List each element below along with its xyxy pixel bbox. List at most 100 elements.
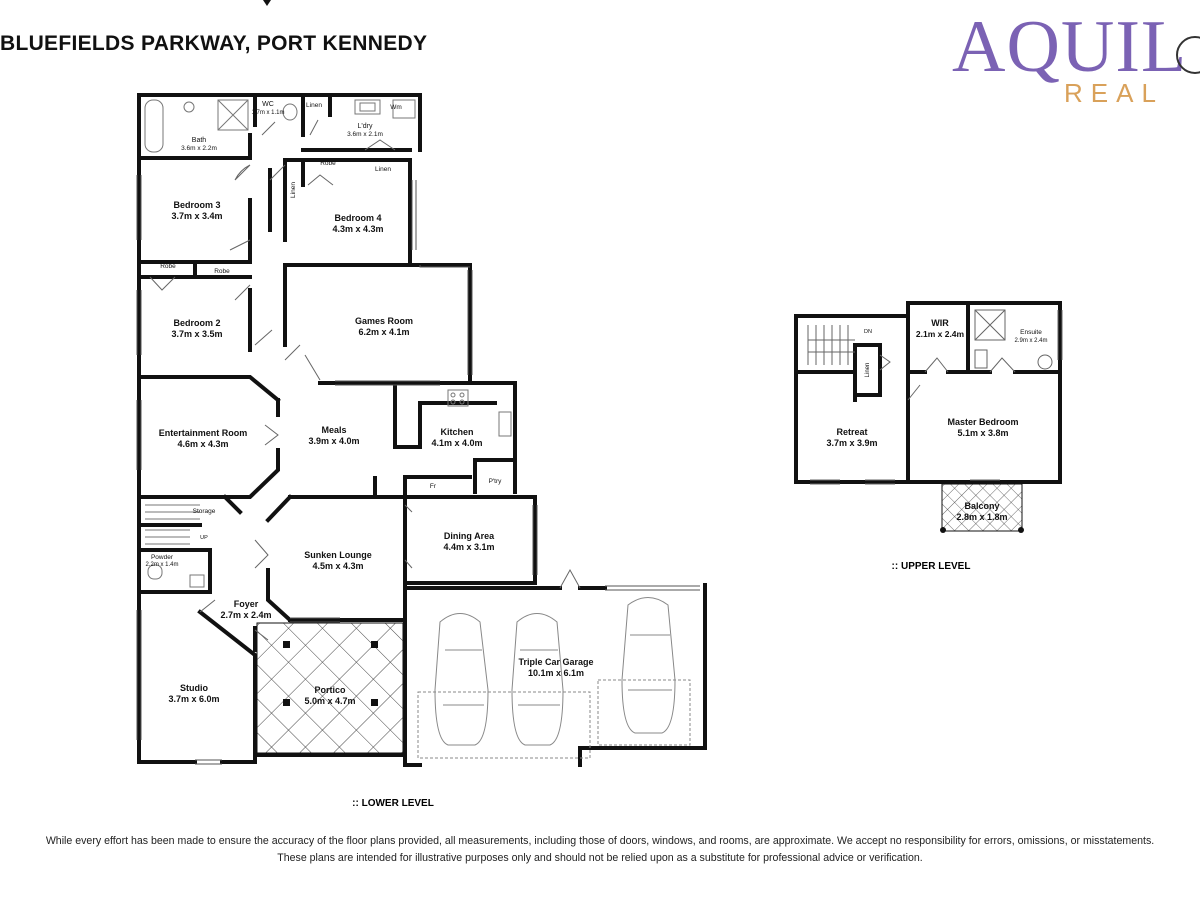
portico-columns bbox=[283, 641, 378, 706]
lower-level-label: :: LOWER LEVEL bbox=[352, 798, 434, 809]
svg-text:3.7m x 3.4m: 3.7m x 3.4m bbox=[171, 211, 222, 221]
svg-text:3.7m x 3.9m: 3.7m x 3.9m bbox=[826, 438, 877, 448]
svg-text:Entertainment Room: Entertainment Room bbox=[159, 428, 248, 438]
svg-text:4.5m x 4.3m: 4.5m x 4.3m bbox=[312, 561, 363, 571]
room-entertainment: Entertainment Room 4.6m x 4.3m bbox=[159, 428, 248, 449]
room-portico: Portico 5.0m x 4.7m bbox=[304, 685, 355, 706]
room-dining: Dining Area 4.4m x 3.1m bbox=[443, 531, 495, 552]
room-laundry: L'dry 3.6m x 2.1m bbox=[347, 123, 383, 138]
svg-text:Bedroom 2: Bedroom 2 bbox=[173, 318, 220, 328]
logo-subtext: REAL bbox=[1064, 78, 1164, 108]
room-wir: WIR 2.1m x 2.4m bbox=[916, 318, 965, 339]
svg-text:Bedroom 4: Bedroom 4 bbox=[334, 213, 381, 223]
svg-text:Studio: Studio bbox=[180, 683, 208, 693]
svg-text:Bath: Bath bbox=[192, 137, 207, 144]
lower-fixtures bbox=[144, 99, 512, 588]
label-linen-2: Linen bbox=[375, 166, 391, 173]
svg-text:3.9m x 4.0m: 3.9m x 4.0m bbox=[308, 436, 359, 446]
svg-text:Sunken Lounge: Sunken Lounge bbox=[304, 550, 372, 560]
upper-room-labels: WIR 2.1m x 2.4m Ensuite 2.9m x 2.4m Retr… bbox=[826, 318, 1047, 522]
svg-text:5.1m x 3.8m: 5.1m x 3.8m bbox=[957, 428, 1008, 438]
svg-text:4.6m x 4.3m: 4.6m x 4.3m bbox=[177, 439, 228, 449]
disclaimer-line-1: While every effort has been made to ensu… bbox=[45, 835, 1155, 847]
logo-wordmark: AQUIL bbox=[952, 6, 1188, 88]
svg-text:Bedroom 3: Bedroom 3 bbox=[173, 200, 220, 210]
room-bedroom-2: Bedroom 2 3.7m x 3.5m bbox=[171, 318, 222, 339]
svg-text:2.1m x 2.4m: 2.1m x 2.4m bbox=[916, 329, 965, 339]
svg-text:4.4m x 3.1m: 4.4m x 3.1m bbox=[443, 542, 494, 552]
svg-text:2.2m x 1.4m: 2.2m x 1.4m bbox=[145, 562, 178, 568]
label-pantry: P'try bbox=[489, 478, 503, 485]
room-master-bedroom: Master Bedroom 5.1m x 3.8m bbox=[947, 417, 1018, 438]
svg-text:Portico: Portico bbox=[314, 685, 346, 695]
svg-text:3.6m x 2.2m: 3.6m x 2.2m bbox=[181, 145, 217, 152]
svg-text:1.7m x 1.1m: 1.7m x 1.1m bbox=[251, 110, 284, 116]
page-title: BLUEFIELDS PARKWAY, PORT KENNEDY bbox=[0, 32, 428, 55]
room-meals: Meals 3.9m x 4.0m bbox=[308, 425, 359, 446]
room-ensuite: Ensuite 2.9m x 2.4m bbox=[1014, 329, 1047, 344]
svg-text:L'dry: L'dry bbox=[358, 123, 373, 130]
room-bedroom-3: Bedroom 3 3.7m x 3.4m bbox=[171, 200, 222, 221]
svg-text:Meals: Meals bbox=[321, 425, 346, 435]
label-robe-1: Robe bbox=[320, 160, 336, 167]
room-bedroom-4: Bedroom 4 4.3m x 4.3m bbox=[332, 213, 383, 234]
label-up: UP bbox=[200, 535, 208, 541]
windows bbox=[136, 175, 700, 765]
lower-room-labels: Bath 3.6m x 2.2m WC 1.7m x 1.1m L'dry 3.… bbox=[145, 101, 593, 706]
label-robe-2: Robe bbox=[160, 263, 176, 270]
upper-level-label: :: UPPER LEVEL bbox=[892, 561, 971, 572]
room-games: Games Room 6.2m x 4.1m bbox=[355, 316, 413, 337]
room-garage: Triple Car Garage 10.1m x 6.1m bbox=[518, 657, 593, 678]
label-dn: DN bbox=[864, 329, 872, 335]
door-swings bbox=[149, 119, 581, 641]
svg-text:2.7m x 2.4m: 2.7m x 2.4m bbox=[220, 610, 271, 620]
label-robe-3: Robe bbox=[214, 268, 230, 275]
garage-cars bbox=[417, 597, 691, 759]
lower-level-walls bbox=[137, 93, 707, 767]
svg-text:Ensuite: Ensuite bbox=[1020, 329, 1042, 336]
north-marker bbox=[263, 0, 271, 6]
balcony-posts bbox=[940, 527, 1024, 533]
svg-text:Retreat: Retreat bbox=[836, 427, 867, 437]
svg-text:Foyer: Foyer bbox=[234, 599, 259, 609]
upper-level-walls bbox=[794, 301, 1062, 484]
room-kitchen: Kitchen 4.1m x 4.0m bbox=[431, 427, 482, 448]
portico-lattice bbox=[256, 622, 404, 754]
svg-text:6.2m x 4.1m: 6.2m x 4.1m bbox=[358, 327, 409, 337]
label-storage: Storage bbox=[193, 508, 216, 515]
svg-text:4.3m x 4.3m: 4.3m x 4.3m bbox=[332, 224, 383, 234]
svg-text:2.9m x 2.4m: 2.9m x 2.4m bbox=[1014, 338, 1047, 344]
balcony-lattice bbox=[941, 483, 1023, 532]
room-powder: Powder 2.2m x 1.4m bbox=[145, 554, 178, 568]
disclaimer-line-2: These plans are intended for illustrativ… bbox=[277, 852, 923, 864]
label-wm: Wm bbox=[390, 104, 402, 111]
svg-text:Master Bedroom: Master Bedroom bbox=[947, 417, 1018, 427]
room-bath: Bath 3.6m x 2.2m bbox=[181, 137, 217, 152]
svg-text:Powder: Powder bbox=[151, 554, 174, 561]
svg-text:10.1m x 6.1m: 10.1m x 6.1m bbox=[528, 668, 584, 678]
svg-text:Games Room: Games Room bbox=[355, 316, 413, 326]
svg-text:WC: WC bbox=[262, 101, 274, 108]
label-fridge: Fr bbox=[430, 483, 437, 490]
room-balcony: Balcony 2.8m x 1.8m bbox=[956, 501, 1007, 522]
svg-text:3.7m x 3.5m: 3.7m x 3.5m bbox=[171, 329, 222, 339]
svg-text:4.1m x 4.0m: 4.1m x 4.0m bbox=[431, 438, 482, 448]
svg-text:Triple Car Garage: Triple Car Garage bbox=[518, 657, 593, 667]
room-wc: WC 1.7m x 1.1m bbox=[251, 101, 284, 116]
room-studio: Studio 3.7m x 6.0m bbox=[168, 683, 219, 704]
label-linen-1: Linen bbox=[306, 102, 322, 109]
room-sunken-lounge: Sunken Lounge 4.5m x 4.3m bbox=[304, 550, 372, 571]
logo-ring-icon bbox=[1176, 36, 1200, 74]
svg-text:Balcony: Balcony bbox=[964, 501, 999, 511]
lower-small-labels: Linen Wm Linen Robe Robe Robe Storage UP… bbox=[160, 102, 502, 541]
svg-text:3.6m x 2.1m: 3.6m x 2.1m bbox=[347, 131, 383, 138]
upper-fixtures bbox=[807, 309, 1063, 485]
svg-text:Dining Area: Dining Area bbox=[444, 531, 495, 541]
svg-text:Kitchen: Kitchen bbox=[440, 427, 473, 437]
label-linen-3: Linen bbox=[290, 182, 297, 198]
svg-text:3.7m x 6.0m: 3.7m x 6.0m bbox=[168, 694, 219, 704]
svg-text:5.0m x 4.7m: 5.0m x 4.7m bbox=[304, 696, 355, 706]
room-retreat: Retreat 3.7m x 3.9m bbox=[826, 427, 877, 448]
label-upper-linen: Linen bbox=[865, 363, 871, 378]
